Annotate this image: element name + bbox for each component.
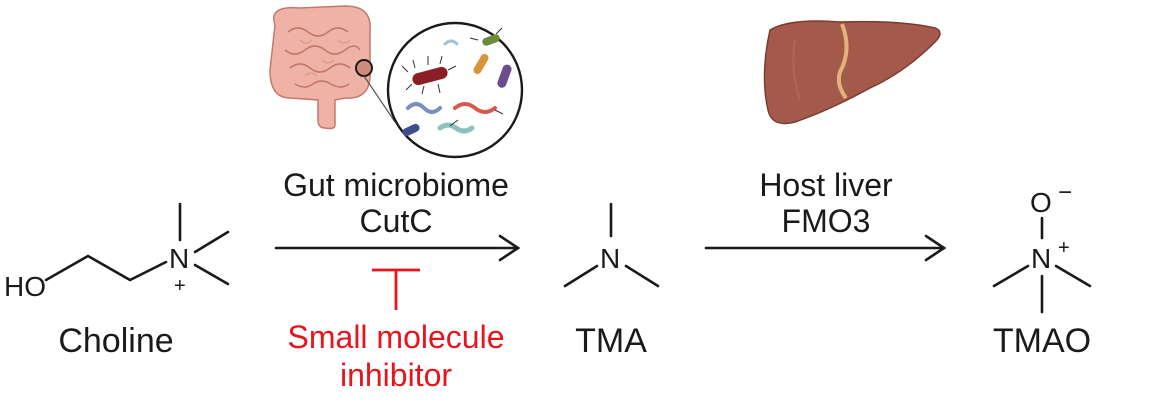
tma-structure: N (563, 202, 660, 288)
choline-name: Choline (58, 322, 173, 360)
tmao-name: TMAO (993, 322, 1091, 360)
choline-structure: HO N + (4, 202, 230, 302)
bacteria-magnifier-icon (386, 21, 524, 159)
choline-charge: + (174, 275, 186, 297)
tma-n-label: N (600, 243, 620, 274)
choline-n-label: N (169, 243, 189, 274)
host-step-line1: Host liver (759, 167, 893, 203)
intestine-icon (269, 5, 396, 130)
tmao-structure: O − N + (992, 179, 1092, 314)
tma-name: TMA (575, 322, 647, 360)
tmao-o-charge: − (1058, 179, 1072, 206)
microbial-step-line2: CutC (360, 203, 433, 239)
liver-icon (763, 20, 941, 125)
inhibitor-line2: inhibitor (340, 357, 452, 393)
tmao-o-label: O (1030, 187, 1052, 218)
host-step-line2: FMO3 (782, 203, 871, 239)
tmao-n-charge: + (1058, 237, 1070, 259)
host-arrow (704, 234, 947, 262)
inhibitor-line1: Small molecule (288, 319, 505, 355)
inhibition-symbol (372, 268, 420, 310)
microbial-step-line1: Gut microbiome (283, 167, 509, 203)
tmao-n-label: N (1031, 243, 1051, 274)
microbial-arrow (274, 234, 521, 262)
choline-oh-label: HO (4, 271, 46, 302)
